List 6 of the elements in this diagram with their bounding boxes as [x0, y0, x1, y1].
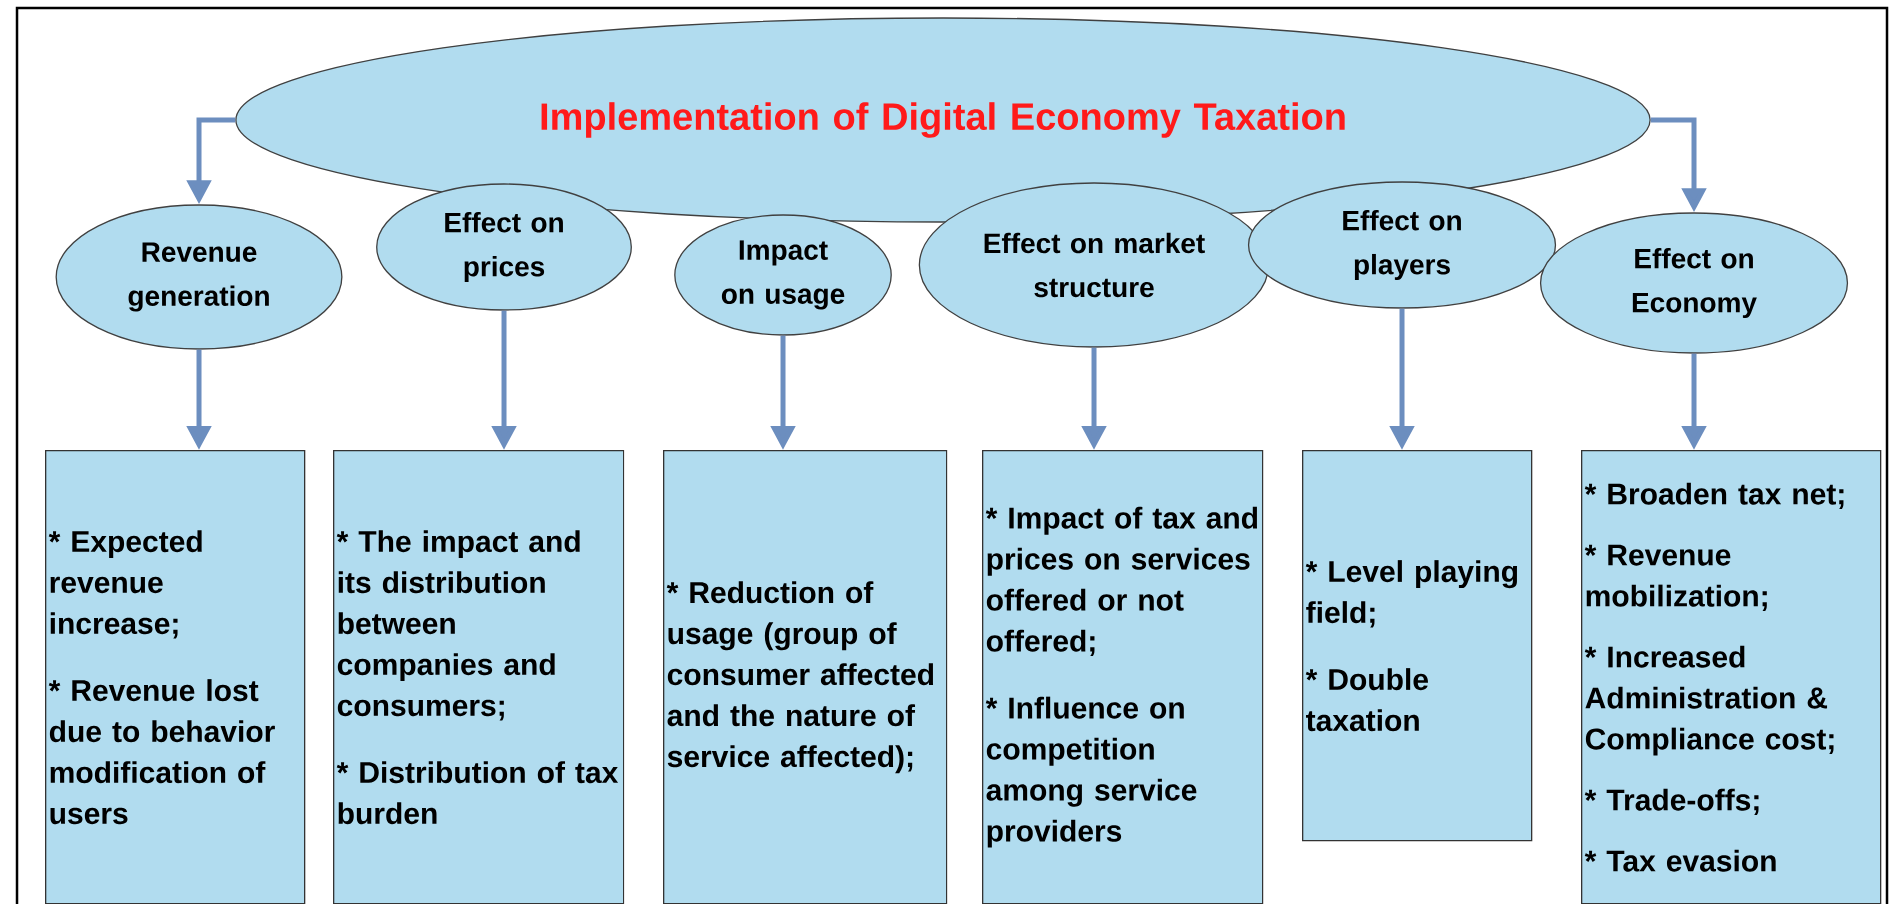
effect-box: * Expected revenue increase; * Revenue lost due to behavior modification of users: [45, 450, 306, 904]
effect-box: * The impact and its distribution between companies and consumers; * Distribution of tax burden: [333, 450, 625, 904]
effect-box: * Level playing field; * Double taxation: [1302, 450, 1533, 842]
effect-box: * Impact of tax and prices on services offered or not offered; * Influence on competition among service providers: [982, 450, 1264, 904]
effect-box: * Reduction of usage (group of consumer affected and the nature of service affected);: [663, 450, 948, 904]
effect-box: * Broaden tax net; * Revenue mobilization; * Increased Administration & Compliance cost; * Trade-offs; * Tax evasion: [1581, 450, 1882, 904]
